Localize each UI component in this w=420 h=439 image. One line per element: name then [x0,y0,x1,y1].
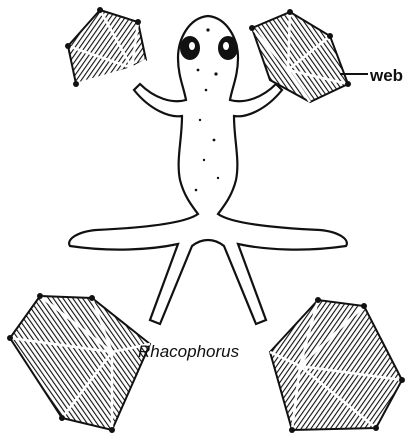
web-label: web [370,66,403,86]
left-front-foot-web [65,7,146,87]
right-hind-foot-web [270,297,405,433]
species-label: Rhacophorus [138,342,239,362]
left-hind-foot-web [7,293,150,433]
right-front-foot-web [249,9,351,102]
